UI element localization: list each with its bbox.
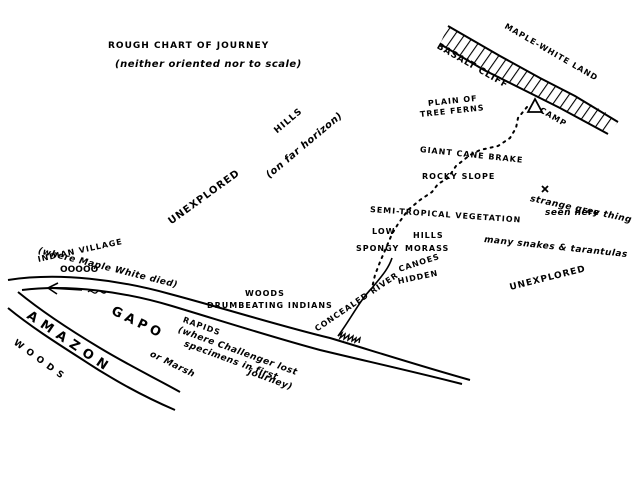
amazon-bank-lower	[7, 307, 176, 411]
seen-here-label: seen here	[545, 208, 600, 218]
x-mark-icon	[541, 185, 549, 193]
cliff-upper-edge	[447, 25, 619, 123]
spongy-label: SPONGY	[356, 244, 400, 253]
morass-label: MORASS	[405, 244, 450, 253]
arrow-left-icon	[47, 282, 83, 295]
tributary-hatching	[337, 330, 362, 344]
drumbeating-indians-label: DRUMBEATING INDIANS	[207, 301, 333, 310]
amazon-bank-upper	[17, 291, 181, 393]
woods-mid-label: WOODS	[245, 289, 285, 298]
rapids-marks	[87, 290, 107, 294]
village-huts: OOOOO	[60, 265, 99, 275]
camp-triangle-icon	[526, 97, 544, 113]
river-bank-upper	[7, 275, 471, 381]
map-title: ROUGH CHART OF JOURNEY	[108, 41, 270, 51]
cliff-lower-edge	[439, 43, 609, 135]
journey-route	[371, 106, 528, 289]
basalt-cliff-band	[440, 26, 618, 134]
concealed-river	[337, 257, 393, 337]
hills-low-label: HILLS	[413, 231, 444, 240]
low-label: LOW	[372, 227, 396, 236]
river-bank-lower	[21, 286, 463, 385]
rocky-slope-label: ROCKY SLOPE	[422, 172, 496, 181]
map-subtitle: (neither oriented nor to scale)	[115, 59, 302, 70]
